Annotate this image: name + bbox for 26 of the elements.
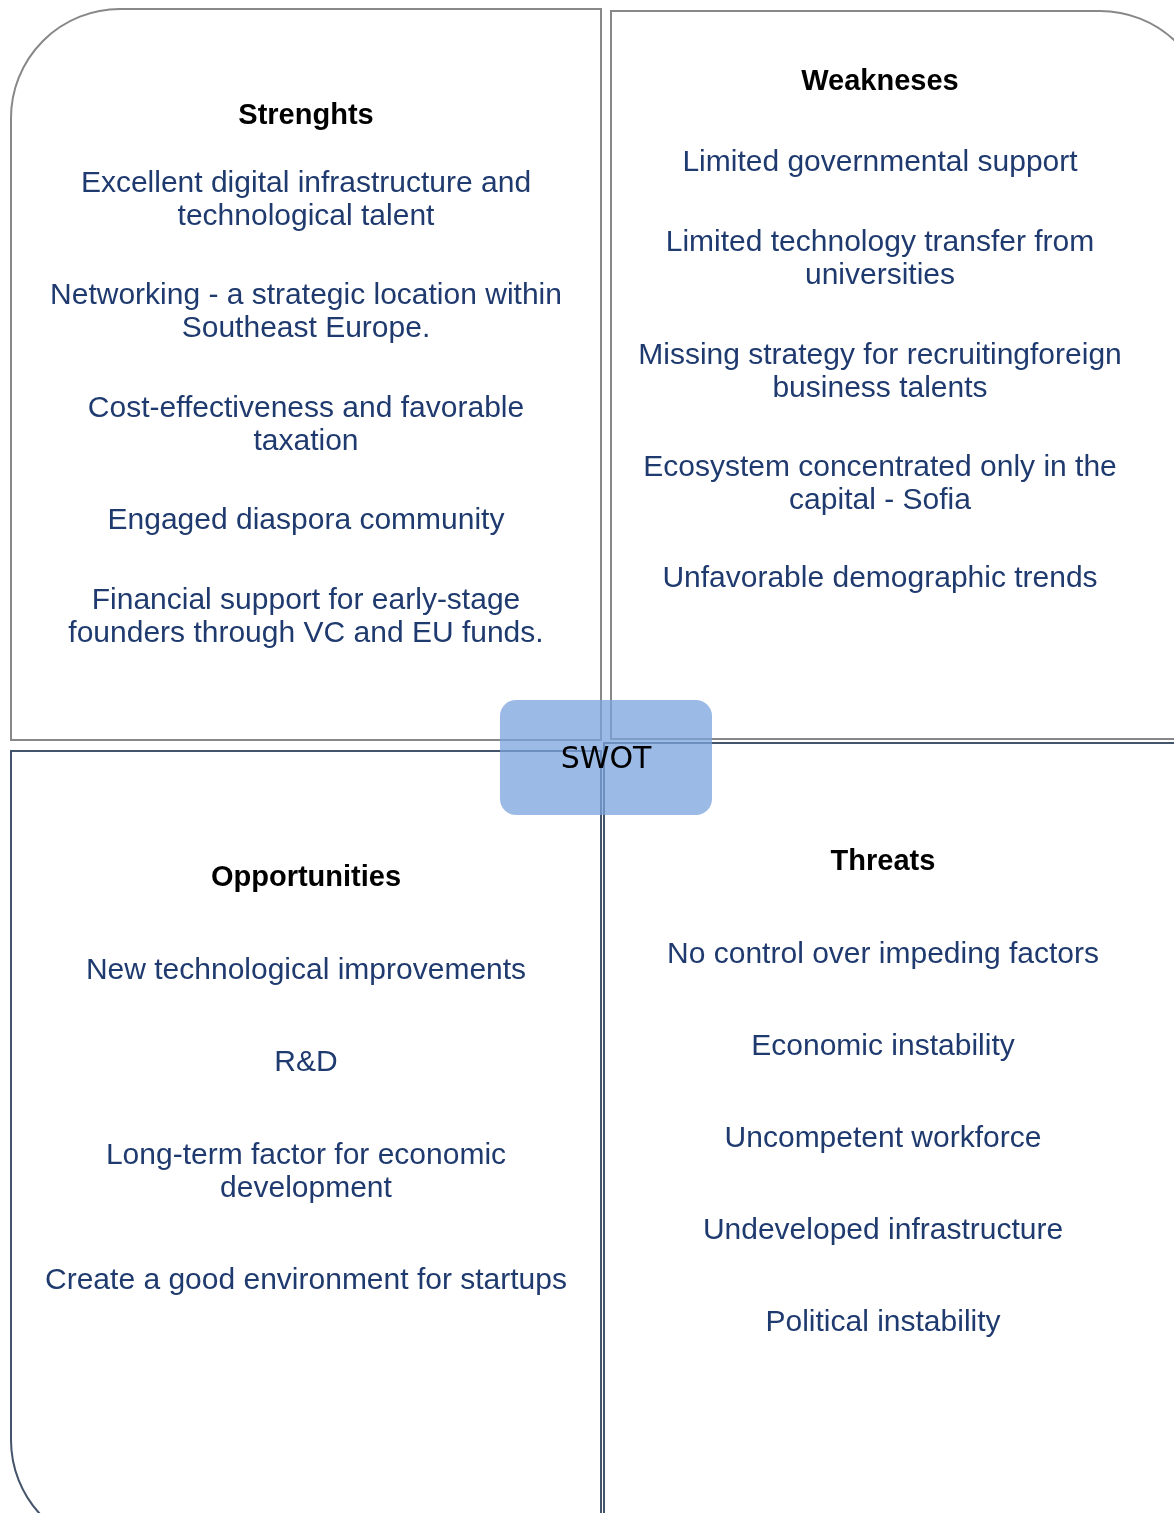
quadrant-item: Financial support for early-stage founders through VC and EU funds.	[67, 582, 545, 648]
quadrant-item: Cost-effectiveness and favorable taxation	[86, 390, 526, 456]
quadrant-heading: Opportunities	[209, 860, 403, 893]
quadrant-item: Create a good environment for startups	[44, 1262, 568, 1295]
quadrant-item: Engaged diaspora community	[106, 502, 506, 535]
quadrant-item: Networking - a strategic location within Southeast Europe.	[49, 277, 563, 343]
quadrant-item: Economic instability	[750, 1028, 1016, 1061]
quadrant-panel	[10, 8, 602, 741]
quadrant-item: Uncompetent workforce	[723, 1120, 1043, 1153]
quadrant-item: Undeveloped infrastructure	[701, 1212, 1065, 1245]
center-box: SWOT	[500, 700, 712, 815]
quadrant-item: R&D	[273, 1044, 339, 1077]
quadrant-item: Ecosystem concentrated only in the capital - Sofia	[642, 449, 1118, 515]
quadrant-item: Limited governmental support	[681, 144, 1079, 177]
quadrant-heading: Strenghts	[237, 98, 375, 131]
quadrant-item: Long-term factor for economic development	[104, 1137, 508, 1203]
quadrant-item: Missing strategy for recruitingforeign business talents	[637, 337, 1123, 403]
quadrant-item: No control over impeding factors	[666, 936, 1100, 969]
quadrant-heading: Threats	[829, 844, 937, 877]
quadrant-heading: Weakneses	[800, 64, 960, 97]
quadrant-item: New technological improvements	[84, 952, 528, 985]
quadrant-item: Political instability	[764, 1304, 1002, 1337]
quadrant-item: Excellent digital infrastructure and technological talent	[79, 165, 533, 231]
quadrant-item: Limited technology transfer from universities	[664, 224, 1096, 290]
quadrant-item: Unfavorable demographic trends	[661, 560, 1099, 593]
quadrant-panel	[610, 10, 1174, 740]
